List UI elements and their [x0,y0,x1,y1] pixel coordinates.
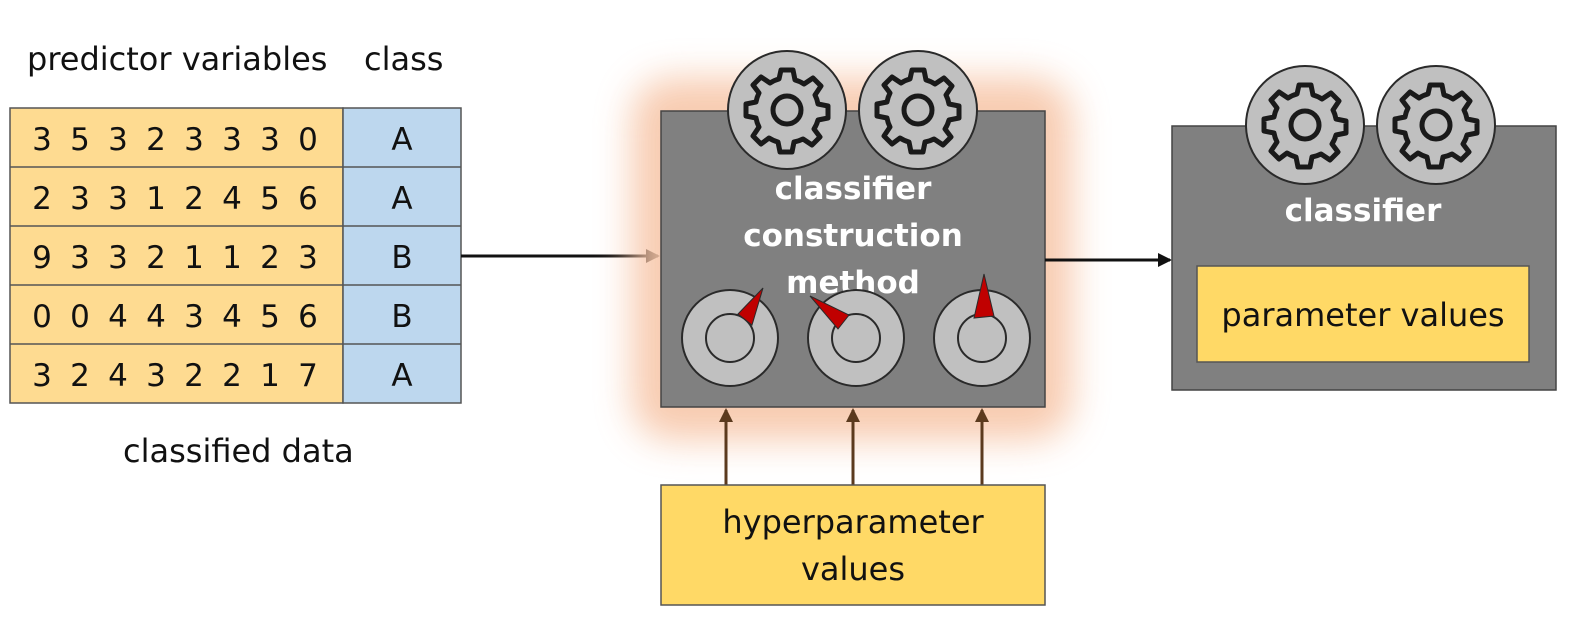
table-cell: 2 [70,358,90,394]
table-cell: 4 [222,181,242,217]
predictor-cells-background [9,107,344,404]
gear-icon [1376,65,1496,185]
table-cell: 7 [298,358,318,394]
class-cell: A [391,122,412,158]
table-cell: 2 [184,358,204,394]
table-cell: 3 [298,240,318,276]
class-cell: A [391,358,412,394]
data-table: predictor variables class 3 5 3 2 3 3 3 … [9,40,462,470]
table-row: 2 3 3 1 2 4 5 6 A [32,181,412,217]
table-cell: 0 [298,122,318,158]
gear-icon [727,50,847,170]
table-cell: 2 [146,122,166,158]
table-cell: 1 [222,240,242,276]
table-cell: 3 [70,181,90,217]
hyperparameter-values-box: hyperparameter values [660,484,1046,606]
table-cell: 5 [260,299,280,335]
class-header: class [364,40,443,78]
hyperparameter-values-background [660,484,1046,606]
classifier-box: classifier parameter values [1171,65,1557,391]
table-cell: 0 [70,299,90,335]
table-cell: 2 [146,240,166,276]
class-cells-background [342,107,462,404]
table-cell: 2 [222,358,242,394]
method-box: classifier construction method [632,50,1072,440]
table-cell: 3 [260,122,280,158]
classified-data-caption: classified data [123,432,354,470]
class-cell: A [391,181,412,217]
gear-icon [858,50,978,170]
table-row: 0 0 4 4 3 4 5 6 B [32,299,413,335]
method-title-line-2: construction [743,218,963,254]
table-row: 9 3 3 2 1 1 2 3 B [32,240,413,276]
table-row: 3 2 4 3 2 2 1 7 A [32,358,412,394]
table-cell: 5 [260,181,280,217]
table-cell: 6 [298,181,318,217]
table-cell: 6 [298,299,318,335]
table-cell: 1 [184,240,204,276]
gear-icon [1245,65,1365,185]
table-cell: 2 [32,181,52,217]
table-cell: 3 [32,122,52,158]
table-cell: 3 [146,358,166,394]
table-cell: 5 [70,122,90,158]
parameter-values-background [1196,265,1530,363]
classifier-title: classifier [1285,193,1442,229]
table-cell: 9 [32,240,52,276]
parameter-values-label: parameter values [1221,296,1504,334]
table-cell: 3 [70,240,90,276]
hyperparameter-label-line-1: hyperparameter [722,503,984,541]
predictor-variables-header: predictor variables [27,40,327,78]
table-cell: 3 [222,122,242,158]
table-cell: 3 [184,299,204,335]
table-cell: 2 [184,181,204,217]
table-cell: 3 [184,122,204,158]
dial-icon[interactable] [681,287,779,387]
table-cell: 2 [260,240,280,276]
class-cell: B [391,240,412,276]
dial-icon[interactable] [933,273,1031,387]
table-cell: 3 [108,181,128,217]
table-cell: 4 [146,299,166,335]
table-cell: 1 [146,181,166,217]
table-cell: 3 [108,122,128,158]
table-cell: 4 [108,299,128,335]
table-cell: 4 [108,358,128,394]
hyperparameter-label-line-2: values [801,550,905,588]
dial-icon[interactable] [807,289,905,387]
table-cell: 1 [260,358,280,394]
class-cell: B [391,299,412,335]
table-cell: 3 [32,358,52,394]
table-cell: 0 [32,299,52,335]
method-title-line-1: classifier [775,171,932,207]
table-cell: 3 [108,240,128,276]
table-row: 3 5 3 2 3 3 3 0 A [32,122,412,158]
table-cell: 4 [222,299,242,335]
